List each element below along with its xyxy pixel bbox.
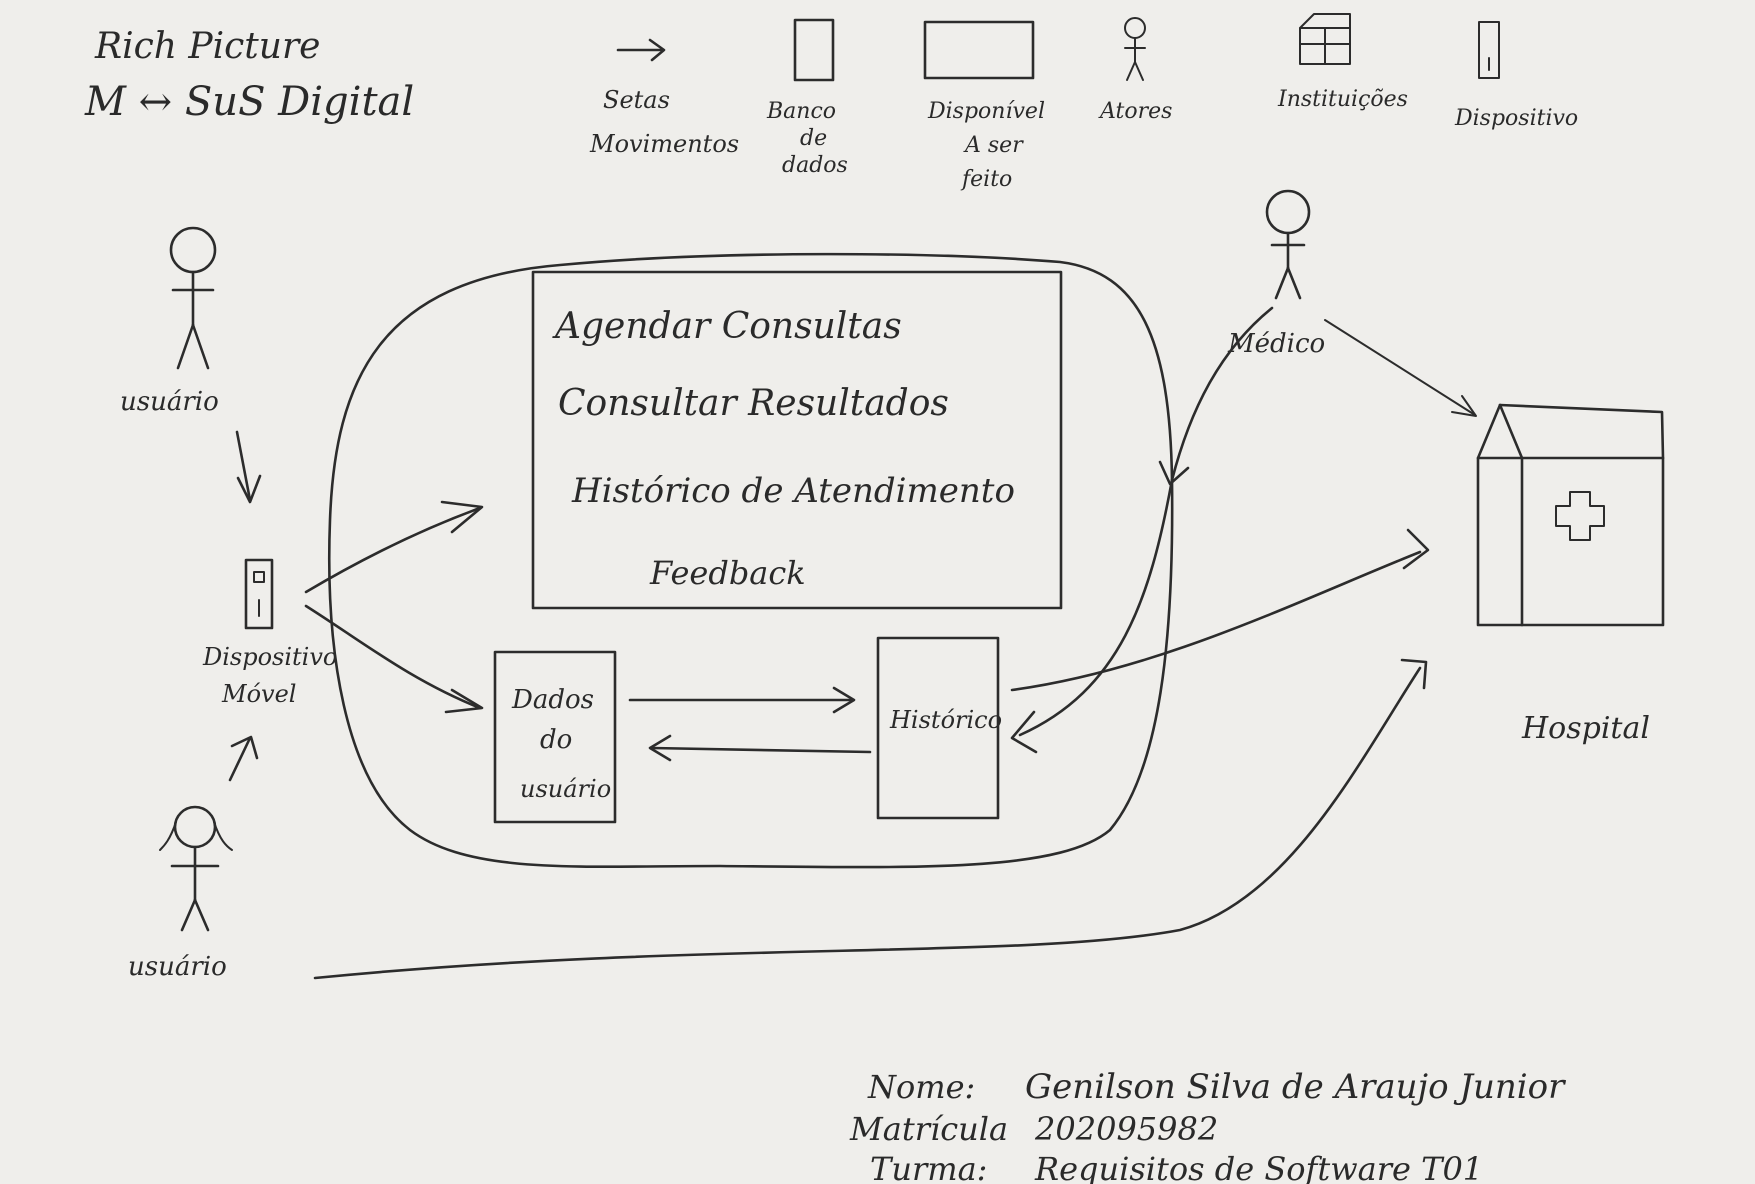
legend-arrow-label-1: Setas [603, 86, 670, 114]
user-data-database [493, 650, 617, 824]
legend-institution-icon [1299, 13, 1351, 65]
legend-device-icon [1478, 21, 1500, 79]
legend-database-icon [793, 18, 835, 82]
doctor-to-history-arrow [1010, 478, 1174, 754]
legend-arrow-label-2: Movimentos [589, 130, 739, 158]
footer-class-label: Turma: [870, 1150, 987, 1184]
service-results: Consultar Resultados [558, 383, 949, 424]
footer-class-value: Requisitos de Software T01 [1034, 1150, 1483, 1184]
device-label-1: Dispositivo [202, 643, 337, 671]
history-to-hospital-arrow [1010, 528, 1430, 692]
user-bottom-actor-icon [159, 805, 233, 932]
legend: Setas Movimentos Banco de dados Disponív… [589, 13, 1578, 192]
user-bottom-to-device-arrow [228, 735, 259, 782]
title-line1: Rich Picture [94, 26, 320, 67]
legend-device-label: Dispositivo [1454, 106, 1578, 131]
student-info: Nome: Genilson Silva de Araujo Junior Ma… [849, 1067, 1566, 1184]
footer-name-value: Genilson Silva de Araujo Junior [1025, 1067, 1566, 1107]
service-schedule: Agendar Consultas [552, 306, 902, 347]
service-history: Histórico de Atendimento [571, 471, 1015, 511]
service-feedback: Feedback [649, 554, 806, 592]
doctor-to-hospital-arrow [1324, 319, 1477, 417]
legend-process-label-3: feito [960, 167, 1012, 192]
user-data-label-2: do [540, 725, 572, 755]
legend-process-label-2: A ser [963, 133, 1024, 158]
history-label: Histórico [889, 706, 1002, 734]
footer-name-label: Nome: [867, 1068, 975, 1106]
history-to-userdata-arrow [648, 734, 872, 762]
user-to-device-arrow [235, 430, 262, 504]
user-to-hospital-arrow [313, 658, 1428, 980]
device-to-userdata-arrow [304, 604, 484, 714]
user-top-label: usuário [120, 387, 219, 417]
device-label-2: Móvel [221, 680, 296, 708]
footer-id-value: 202095982 [1034, 1110, 1218, 1148]
doctor-actor-icon [1265, 189, 1311, 300]
legend-actor-icon [1124, 17, 1146, 81]
mobile-device-icon [244, 558, 274, 630]
legend-institution-label: Instituições [1277, 87, 1408, 112]
legend-process-label-1: Disponível [927, 99, 1045, 124]
user-data-label-3: usuário [520, 775, 611, 803]
services-box [531, 270, 1063, 610]
system-boundary [327, 252, 1174, 869]
footer-id-label: Matrícula [849, 1110, 1008, 1148]
userdata-to-history-arrow [628, 686, 856, 714]
legend-database-label-3: dados [782, 153, 848, 178]
doctor-label: Médico [1227, 329, 1325, 359]
legend-process-icon [923, 20, 1035, 80]
hospital-icon [1476, 403, 1665, 627]
title-line2: M ↔ SuS Digital [84, 79, 414, 125]
hospital-label: Hospital [1521, 711, 1650, 746]
legend-database-label-2: de [800, 126, 827, 151]
legend-database-label-1: Banco [766, 99, 836, 124]
legend-actor-label: Atores [1098, 99, 1172, 124]
user-data-label-1: Dados [511, 685, 594, 715]
history-database [876, 636, 1000, 820]
user-top-actor-icon [169, 226, 217, 370]
legend-arrow-icon [616, 38, 666, 62]
device-to-services-arrow [304, 500, 484, 594]
user-bottom-label: usuário [128, 952, 227, 982]
